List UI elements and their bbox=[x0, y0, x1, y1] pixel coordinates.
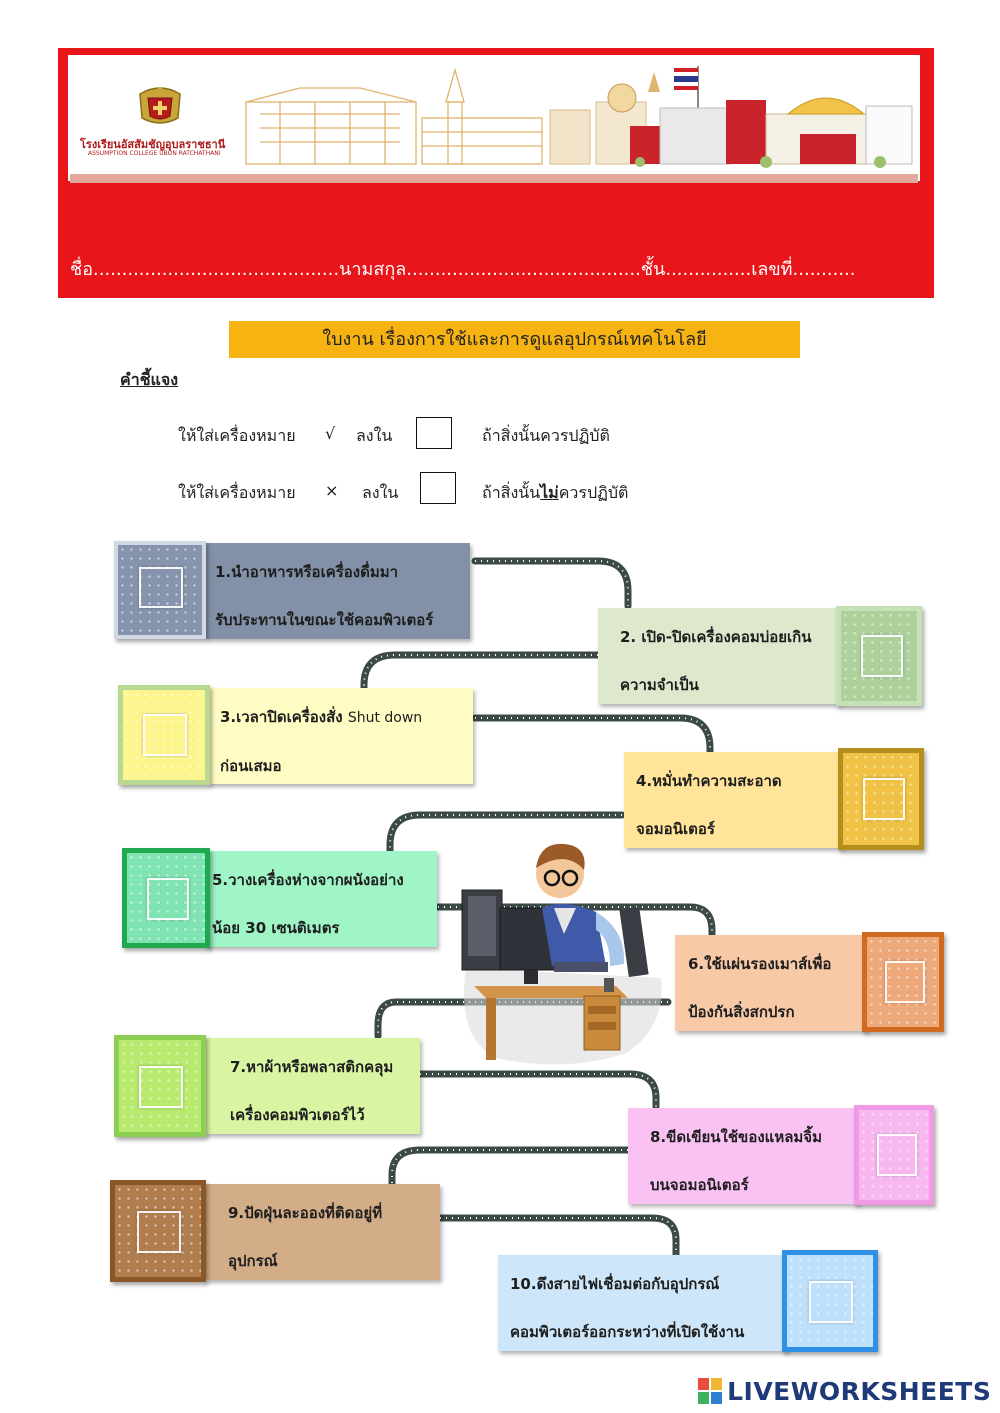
item-8-text: 8.ขีดเขียนใช้ของแหลมจิ้มบนจอมอนิเตอร์ bbox=[650, 1128, 822, 1194]
cross-mark-symbol: × bbox=[325, 481, 339, 500]
title-bar bbox=[229, 321, 800, 358]
school-name-thai: โรงเรียนอัสสัมชัญอุบลราชธานี bbox=[80, 138, 226, 151]
check-mark-symbol: √ bbox=[325, 424, 336, 443]
worksheet-title: ใบงาน เรื่องการใช้และการดูแลอุปกรณ์เทคโน… bbox=[322, 329, 707, 350]
item-3-panel bbox=[208, 688, 473, 784]
instruction-row-2-text: ให้ใส่เครื่องหมาย bbox=[178, 483, 296, 502]
item-10-text: 10.ดึงสายไฟเชื่อมต่อกับอุปกรณ์คอมพิวเตอร… bbox=[510, 1275, 745, 1341]
item-9-answer-box[interactable] bbox=[110, 1180, 206, 1282]
item-5-answer-box[interactable] bbox=[122, 848, 210, 948]
school-name-english: ASSUMPTION COLLEGE UBON RATCHATHANI bbox=[88, 150, 221, 157]
item-6-text: 6.ใช้แผ่นรองเมาส์เพื่อป้องกันสิ่งสกปรก bbox=[688, 955, 832, 1021]
liveworksheets-logo-text: LIVEWORKSHEETS bbox=[727, 1377, 992, 1406]
instructions-heading: คำชี้แจง bbox=[120, 370, 179, 389]
item-10-panel bbox=[498, 1255, 788, 1351]
item-3-answer-box[interactable] bbox=[118, 685, 210, 785]
item-8-answer-box[interactable] bbox=[854, 1105, 934, 1205]
item-6-answer-box[interactable] bbox=[862, 932, 944, 1032]
example-checkbox-1 bbox=[416, 417, 452, 449]
item-10-answer-box[interactable] bbox=[782, 1250, 878, 1352]
item-2-text: 2. เปิด-ปิดเครื่องคอมบ่อยเกินความจำเป็น bbox=[620, 628, 812, 694]
instruction-row-1-text: ให้ใส่เครื่องหมาย bbox=[178, 426, 296, 445]
item-5-panel bbox=[205, 851, 437, 947]
item-9-text: 9.ปัดฝุ่นละอองที่ติดอยู่ที่อุปกรณ์ bbox=[228, 1204, 383, 1270]
school-buildings-illustration bbox=[245, 66, 913, 168]
item-2-panel bbox=[598, 608, 840, 704]
item-4-text: 4.หมั่นทำความสะอาดจอมอนิเตอร์ bbox=[636, 772, 782, 838]
item-7-panel bbox=[204, 1038, 420, 1134]
student-info-line: ชื่อ....................................… bbox=[70, 259, 856, 280]
item-1-answer-box[interactable] bbox=[114, 541, 206, 639]
item-7-text: 7.หาผ้าหรือพลาสติกคลุมเครื่องคอมพิวเตอร์… bbox=[230, 1058, 394, 1124]
computer-user-cartoon bbox=[461, 843, 662, 1065]
item-4-panel bbox=[624, 752, 842, 848]
banner-divider bbox=[70, 174, 918, 183]
item-8-panel bbox=[628, 1108, 858, 1204]
liveworksheets-logo-icon bbox=[698, 1378, 722, 1404]
item-6-panel bbox=[675, 935, 867, 1031]
item-2-answer-box[interactable] bbox=[836, 606, 922, 706]
instruction-row-1-post: ถ้าสิ่งนั้นควรปฏิบัติ bbox=[482, 426, 610, 445]
school-crest-icon bbox=[139, 87, 181, 124]
instruction-row-1-mid: ลงใน bbox=[356, 426, 393, 445]
instruction-row-2-mid: ลงใน bbox=[362, 483, 399, 502]
item-1-text: 1.นำอาหารหรือเครื่องดื่มมารับประทานในขณะ… bbox=[215, 563, 434, 629]
item-4-answer-box[interactable] bbox=[838, 748, 924, 850]
liveworksheets-logo[interactable]: LIVEWORKSHEETS bbox=[698, 1377, 991, 1406]
item-1-panel bbox=[205, 543, 470, 639]
instruction-row-2-post: ถ้าสิ่งนั้นไม่ควรปฏิบัติ bbox=[482, 483, 629, 502]
example-checkbox-2 bbox=[420, 472, 456, 504]
item-9-panel bbox=[204, 1184, 440, 1280]
item-7-answer-box[interactable] bbox=[114, 1035, 206, 1137]
item-5-text: 5.วางเครื่องห่างจากผนังอย่างน้อย 30 เซนต… bbox=[212, 871, 404, 937]
